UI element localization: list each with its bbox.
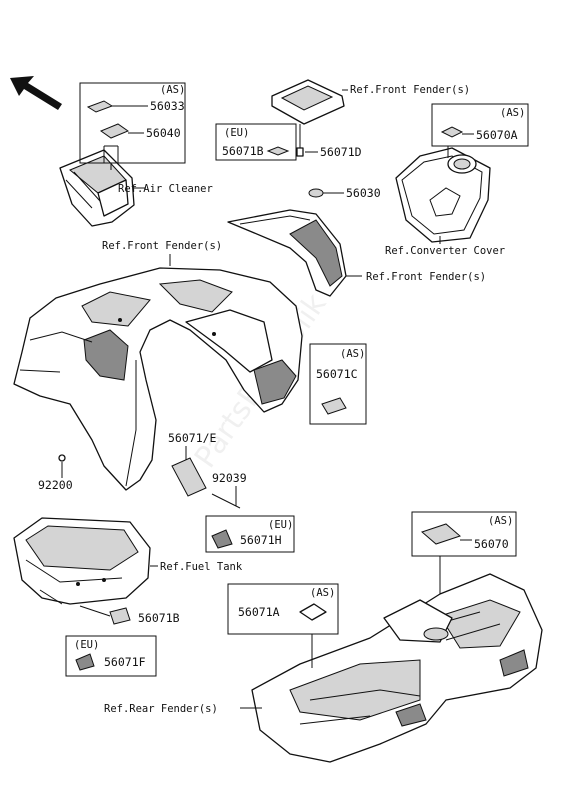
as-56071a-box: (AS) 56071A bbox=[227, 583, 339, 668]
inner-fender: 56030 Ref.Front Fender(s) bbox=[227, 186, 486, 297]
svg-text:56071H: 56071H bbox=[240, 533, 282, 547]
label-56071a-icon bbox=[299, 603, 327, 621]
svg-text:Ref.Converter Cover: Ref.Converter Cover bbox=[385, 245, 505, 257]
eu-56071f-box: (EU) 56071F bbox=[65, 635, 157, 677]
front-fender-panel-top: Ref.Front Fender(s) 56071D bbox=[271, 79, 470, 159]
svg-text:(EU): (EU) bbox=[268, 519, 293, 531]
label-56040-icon bbox=[99, 123, 130, 139]
label-56070-icon bbox=[421, 523, 461, 545]
svg-text:56033: 56033 bbox=[150, 99, 185, 113]
svg-text:92200: 92200 bbox=[38, 478, 73, 492]
svg-text:Ref.Air Cleaner: Ref.Air Cleaner bbox=[118, 183, 213, 195]
air-cleaner-cover bbox=[59, 149, 135, 227]
svg-text:(AS): (AS) bbox=[310, 587, 335, 599]
svg-text:92039: 92039 bbox=[212, 471, 247, 485]
converter-cover: Ref.Converter Cover bbox=[385, 147, 505, 257]
label-56071b-icon bbox=[266, 146, 290, 156]
eu-56071h-box: (EU) 56071H bbox=[205, 515, 295, 553]
svg-text:56071B: 56071B bbox=[222, 144, 264, 158]
svg-text:56070: 56070 bbox=[474, 537, 509, 551]
as-56071c-box: (AS) 56071C bbox=[309, 343, 367, 425]
rear-fender: Ref.Rear Fender(s) bbox=[104, 573, 543, 763]
svg-text:56070A: 56070A bbox=[476, 128, 518, 142]
svg-text:Ref.Rear Fender(s): Ref.Rear Fender(s) bbox=[104, 703, 218, 715]
svg-text:Ref.Fuel Tank: Ref.Fuel Tank bbox=[160, 561, 243, 573]
as-56070-box: (AS) 56070 bbox=[411, 511, 517, 594]
label-56070a-icon bbox=[440, 126, 464, 138]
svg-text:56071/E: 56071/E bbox=[168, 431, 217, 445]
svg-text:Ref.Front Fender(s): Ref.Front Fender(s) bbox=[350, 84, 470, 96]
clip-56030-icon bbox=[308, 188, 324, 198]
fender-fasteners: 92200 56071/E 92039 bbox=[38, 431, 247, 509]
fuel-tank-tray: Ref.Fuel Tank 56071B bbox=[13, 517, 243, 625]
svg-text:(AS): (AS) bbox=[340, 348, 365, 360]
label-56071e-icon bbox=[171, 457, 207, 497]
air-cleaner-labels: (AS) 56033 56040 Ref.Air Cleaner bbox=[79, 82, 213, 195]
svg-text:Ref.Front Fender(s): Ref.Front Fender(s) bbox=[366, 271, 486, 283]
svg-text:56071C: 56071C bbox=[316, 367, 358, 381]
label-56071h-icon bbox=[211, 529, 233, 549]
direction-arrow-icon bbox=[10, 76, 62, 110]
svg-text:(AS): (AS) bbox=[160, 84, 185, 96]
label-56071b-bottom-icon bbox=[109, 607, 131, 625]
as-56070a-box: (AS) 56070A bbox=[431, 103, 529, 158]
label-56033-icon bbox=[86, 100, 114, 113]
svg-text:Ref.Front Fender(s): Ref.Front Fender(s) bbox=[102, 240, 222, 252]
svg-text:(AS): (AS) bbox=[500, 107, 525, 119]
svg-text:56071F: 56071F bbox=[104, 655, 146, 669]
svg-text:(EU): (EU) bbox=[74, 639, 99, 651]
svg-text:56040: 56040 bbox=[146, 126, 181, 140]
svg-text:56071A: 56071A bbox=[238, 605, 280, 619]
svg-text:(EU): (EU) bbox=[224, 127, 249, 139]
svg-text:(AS): (AS) bbox=[488, 515, 513, 527]
svg-text:56030: 56030 bbox=[346, 186, 381, 200]
label-56071c-icon bbox=[321, 397, 347, 415]
svg-text:56071D: 56071D bbox=[320, 145, 362, 159]
front-fender: Ref.Front Fender(s) bbox=[13, 240, 303, 491]
svg-text:56071B: 56071B bbox=[138, 611, 180, 625]
label-56071f-icon bbox=[75, 653, 95, 671]
eu-56071b-box: (EU) 56071B bbox=[215, 123, 297, 161]
